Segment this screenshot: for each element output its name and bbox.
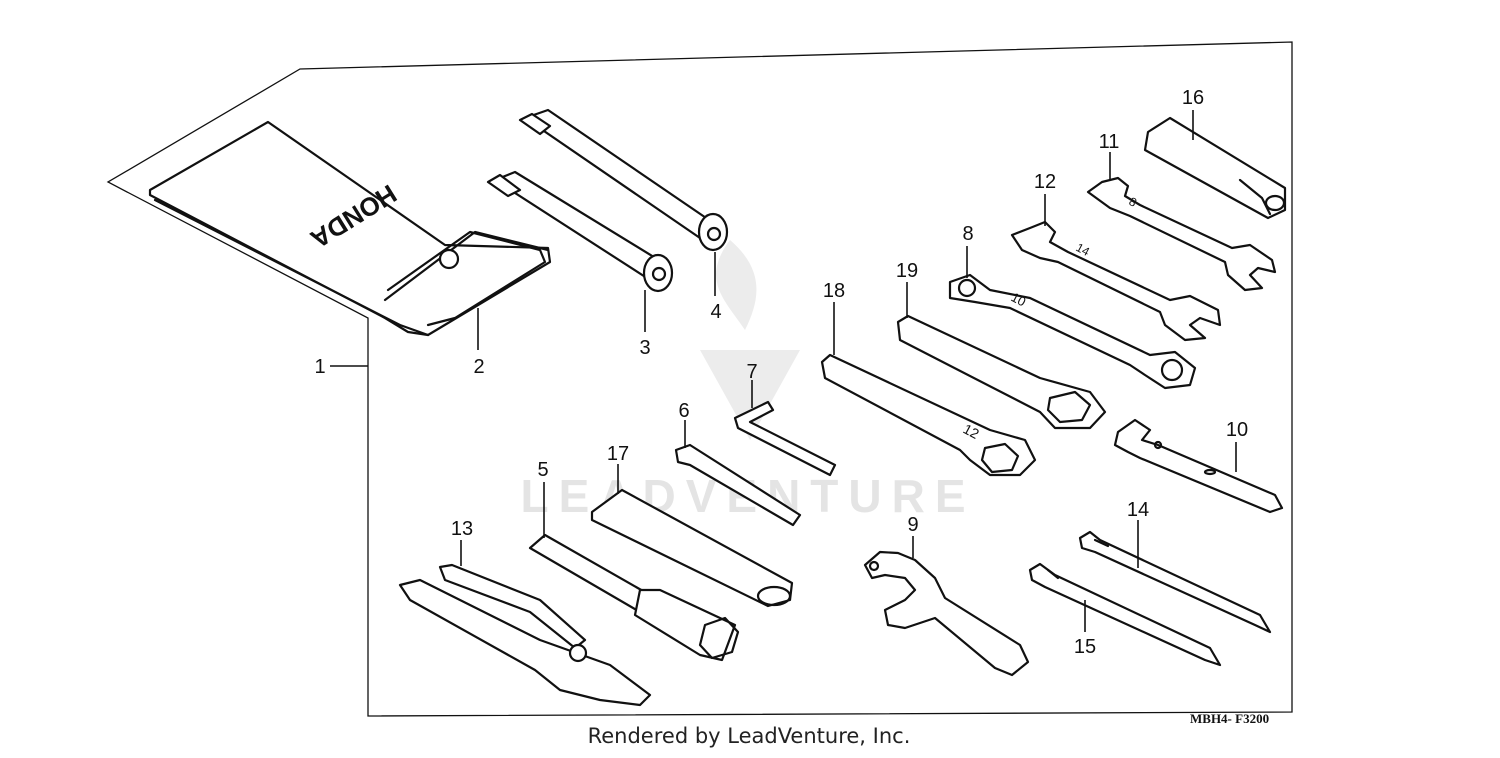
screwdriver-15 (1028, 562, 1222, 667)
hex-key-6 (674, 443, 802, 527)
handle-17 (590, 488, 794, 608)
callout-1: 1 (314, 356, 325, 378)
callout-11: 11 (1099, 131, 1120, 153)
leader-lines (330, 110, 1237, 632)
tool-pouch: HONDA (148, 120, 552, 337)
callout-10: 10 (1226, 419, 1248, 441)
callout-labels: 1 2 3 4 5 6 7 8 9 10 11 12 13 14 15 16 1… (314, 87, 1248, 658)
callout-3: 3 (639, 337, 650, 359)
open-wrench-12: 14 17 (1010, 220, 1222, 342)
open-wrench-11: 8 10 (1086, 176, 1277, 292)
combination-wrench-8: 10 (948, 273, 1197, 390)
callout-2: 2 (473, 356, 484, 378)
callout-13: 13 (451, 518, 473, 540)
callout-14: 14 (1127, 499, 1149, 521)
credit-text: Rendered by LeadVenture, Inc. (588, 724, 911, 748)
callout-7: 7 (746, 361, 757, 383)
extension-bar-4 (518, 108, 729, 252)
callout-5: 5 (537, 459, 548, 481)
callout-4: 4 (710, 301, 721, 323)
pin-spanner-10 (1113, 418, 1284, 514)
mark-18: 12 (961, 421, 982, 443)
callout-18: 18 (823, 280, 845, 302)
callout-19: 19 (896, 260, 918, 282)
callout-8: 8 (962, 223, 973, 245)
callout-15: 15 (1074, 636, 1096, 658)
pliers-13 (398, 563, 652, 707)
ring-spanner-19 (896, 314, 1107, 430)
diagram-code: MBH4- F3200 (1190, 711, 1269, 726)
screwdriver-14 (1078, 530, 1272, 634)
ring-spanner-18: 12 (820, 353, 1037, 477)
plug-wrench-5 (528, 533, 740, 662)
socket-16 (1143, 116, 1287, 220)
callout-12: 12 (1034, 171, 1056, 193)
mark-12a: 14 (1074, 240, 1093, 259)
kit-boundary (106, 41, 1293, 717)
callout-16: 16 (1182, 87, 1204, 109)
mark-8: 10 (1009, 289, 1029, 309)
extension-bar-3 (486, 170, 674, 293)
callout-6: 6 (678, 400, 689, 422)
callout-9: 9 (907, 514, 918, 536)
hex-key-7 (733, 400, 837, 477)
hook-spanner-9 (863, 550, 1030, 677)
callout-17: 17 (607, 443, 629, 465)
